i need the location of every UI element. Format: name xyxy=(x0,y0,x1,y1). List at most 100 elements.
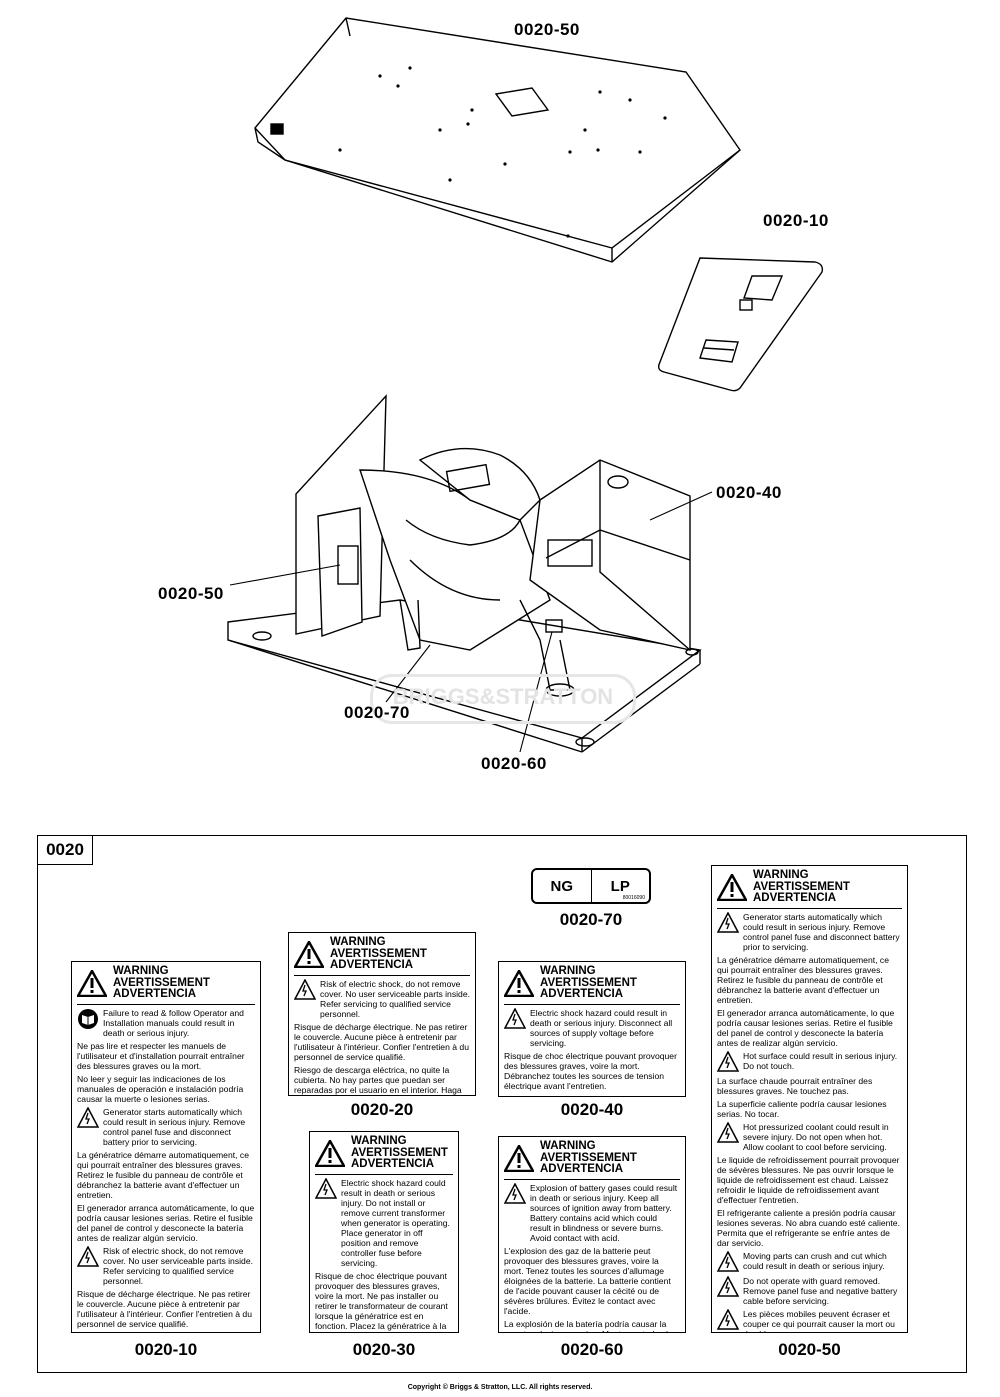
fuel-ng: NG xyxy=(533,870,592,902)
header-line: AVERTISSEMENT xyxy=(753,880,850,893)
decal-text: Riesgo de descarga eléctrica, no quite l… xyxy=(294,1064,462,1096)
decal-text: Generator starts automatically which cou… xyxy=(103,1106,246,1147)
watermark-logo: BRIGGS&STRATTON xyxy=(370,674,636,724)
decal-text: Le liquide de refroidissement pourrait p… xyxy=(717,1154,900,1205)
caption-0020-40: 0020-40 xyxy=(560,1100,624,1119)
decal-icon-row: Les pièces mobiles peuvent écraser et co… xyxy=(717,1308,902,1333)
callout-fuel-label: 0020-70 xyxy=(344,703,410,722)
header-line: WARNING xyxy=(113,965,169,977)
hazard-icon xyxy=(717,1308,739,1330)
decal-icon-row: Failure to read & follow Operator and In… xyxy=(77,1008,255,1038)
header-line: WARNING xyxy=(540,1140,596,1152)
decal-text: Riesgo de descarga eléctrica, no quite l… xyxy=(77,1332,255,1333)
decal-text: Les pièces mobiles peuvent écraser et co… xyxy=(743,1308,895,1333)
hazard-icon xyxy=(77,1106,99,1128)
caption-0020-50: 0020-50 xyxy=(778,1340,841,1359)
header-line: AVERTISSEMENT xyxy=(351,1146,448,1159)
decal-icon-row: Hot surface could result in serious inju… xyxy=(717,1050,902,1073)
decal-icon-row: Moving parts can crush and cut which cou… xyxy=(717,1250,902,1273)
header-line: AVERTISSEMENT xyxy=(540,976,637,989)
roof-label-area xyxy=(494,87,550,117)
battery-label-area xyxy=(545,619,563,633)
hazard-icon xyxy=(717,1121,739,1143)
decal-text: Risque de choc électrique pouvant provoq… xyxy=(504,1050,677,1091)
decal-text: Riesgo de descarga eléctrica que puede r… xyxy=(504,1094,680,1097)
manual-icon xyxy=(78,1008,98,1029)
hazard-icon xyxy=(717,1050,739,1072)
header-line: WARNING xyxy=(330,936,386,948)
caption-0020-60: 0020-60 xyxy=(560,1340,624,1359)
roof-decal-mark xyxy=(270,123,284,135)
hazard-icon xyxy=(315,1177,337,1199)
header-line: AVERTISSEMENT xyxy=(330,947,427,960)
header-line: WARNING xyxy=(351,1135,407,1147)
decal-text: Risque de décharge électrique. Ne pas re… xyxy=(294,1021,469,1062)
decal-text: Risk of electric shock, do not remove co… xyxy=(103,1245,253,1286)
decal-icon-row: Electric shock hazard could result in de… xyxy=(315,1177,453,1268)
decal-text: La génératrice démarre automatiquement, … xyxy=(717,954,889,1005)
leader-lines xyxy=(229,491,713,753)
header-line: WARNING xyxy=(753,869,809,881)
decal-text: El generador arranca automáticamente, lo… xyxy=(77,1202,255,1243)
fuel-lp: LP xyxy=(610,877,630,895)
hazard-icon xyxy=(77,1245,99,1267)
hazard-icon xyxy=(717,1250,739,1272)
callout-left-radiator: 0020-50 xyxy=(158,584,224,603)
warning-triangle-icon xyxy=(717,873,747,901)
decal-text: Risque de décharge électrique. Ne pas re… xyxy=(77,1288,252,1329)
copyright: Copyright © Briggs & Stratton, LLC. All … xyxy=(407,1384,593,1391)
decal-icon-row: Generator starts automatically which cou… xyxy=(77,1106,255,1147)
header-line: AVERTISSEMENT xyxy=(113,976,210,989)
decal-text: La surface chaude pourrait entraîner des… xyxy=(717,1075,873,1096)
hazard-icon xyxy=(717,1275,739,1297)
decal-text: Ne pas lire et respecter les manuels de … xyxy=(77,1040,245,1071)
fuel-decal: NG LP 80016090 xyxy=(531,868,651,904)
side-control-panel xyxy=(657,257,824,392)
decal-text: Failure to read & follow Operator and In… xyxy=(103,1007,244,1038)
header-line: ADVERTENCIA xyxy=(113,988,197,1000)
callout-battery-label: 0020-60 xyxy=(481,754,547,773)
decal-text: L'explosion des gaz de la batterie peut … xyxy=(504,1245,671,1316)
warning-triangle-icon xyxy=(504,1144,534,1172)
decal-text: La explosión de la batería podría causar… xyxy=(504,1318,677,1333)
exploded-view-drawing xyxy=(227,17,824,753)
decal-panel xyxy=(37,835,967,1373)
hazard-icon xyxy=(717,911,739,933)
decal-icon-row: Explosion of battery gases could result … xyxy=(504,1182,680,1243)
decal-text: Electric shock hazard could result in de… xyxy=(341,1177,450,1268)
decal-text: La génératrice démarre automatiquement, … xyxy=(77,1149,249,1200)
fuel-part-number: 80016090 xyxy=(622,895,645,901)
decal-text: Hot pressurized coolant could result in … xyxy=(743,1121,889,1152)
decal-text: Hot surface could result in serious inju… xyxy=(743,1050,898,1071)
decal-text: Explosion of battery gases could result … xyxy=(530,1182,678,1243)
decal-text: No leer y seguir las indicaciones de los… xyxy=(77,1073,244,1104)
callout-top-panel: 0020-50 xyxy=(514,20,580,39)
decal-text: El refrigerante caliente a presión podrí… xyxy=(717,1207,900,1248)
header-line: ADVERTENCIA xyxy=(540,988,624,1000)
decal-text: Risque de choc électrique pouvant provoq… xyxy=(315,1270,448,1333)
generator-assembly xyxy=(227,394,702,753)
warning-triangle-icon xyxy=(315,1139,345,1167)
header-line: WARNING xyxy=(540,965,596,977)
header-line: ADVERTENCIA xyxy=(753,892,837,904)
warning-triangle-icon xyxy=(77,969,107,997)
callout-right-enclosure: 0020-40 xyxy=(716,483,782,502)
warning-triangle-icon xyxy=(504,969,534,997)
roof-panel xyxy=(254,17,741,263)
header-line: ADVERTENCIA xyxy=(351,1158,435,1170)
